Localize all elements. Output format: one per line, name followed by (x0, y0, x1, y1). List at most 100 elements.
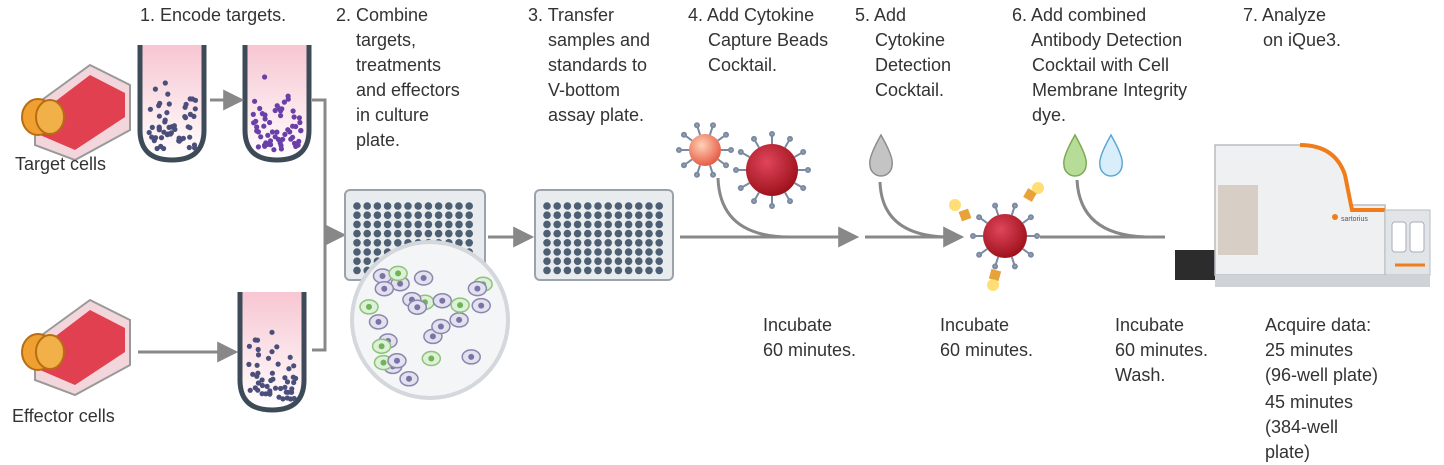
plate-well (373, 220, 382, 229)
step-4-label: 4. Add Cytokine Capture Beads Cocktail. (688, 5, 829, 75)
plate-well (624, 229, 633, 238)
plate-well (635, 239, 643, 247)
zoom-wells-icon (350, 240, 510, 400)
plate-well (624, 239, 633, 247)
cell-dot (178, 136, 185, 142)
cell-dot (291, 395, 297, 402)
cell-dot (291, 363, 297, 369)
plate-well (394, 220, 402, 229)
cell-dot (274, 344, 280, 350)
cell-dot (255, 352, 262, 358)
cell-dot (147, 106, 153, 112)
cell-dot (269, 129, 275, 135)
cell-dot (263, 391, 269, 397)
cell-dot (255, 144, 261, 150)
zoom-cell-nucleus (429, 333, 436, 340)
cell-dot (287, 129, 293, 135)
plate-well (445, 229, 453, 238)
plate-well (604, 202, 612, 210)
cell-dot (250, 371, 256, 377)
plate-well (655, 220, 663, 229)
plate-well (635, 248, 643, 256)
zoom-cell-nucleus (381, 285, 388, 292)
cell-dot (297, 119, 303, 126)
cell-dot (186, 144, 192, 151)
antibody-tip (710, 122, 717, 129)
curve-capture (716, 177, 791, 239)
plate-well (604, 229, 612, 238)
cell-dot (265, 132, 271, 138)
detection-bead-icon (949, 182, 1044, 291)
plate-well (543, 211, 551, 219)
plate-well (594, 248, 602, 256)
plate-well (404, 229, 412, 238)
plate-well (434, 220, 443, 229)
cell-dot (293, 375, 299, 381)
plate-well (584, 211, 592, 219)
plate-well (655, 202, 663, 210)
cell-dot (156, 113, 162, 119)
plate-well (543, 220, 551, 229)
antibody-tip (737, 149, 744, 155)
plate-well (363, 257, 372, 266)
plate-well (594, 257, 602, 266)
antibody-tip (1027, 214, 1034, 221)
plate-well (655, 229, 663, 238)
plate-well (414, 229, 423, 238)
cell-dot (187, 125, 193, 131)
plate-well (584, 202, 592, 210)
cell-dot (165, 91, 171, 97)
cell-dot (289, 389, 295, 395)
assay-plate-icon (534, 189, 674, 281)
plate-well (614, 229, 623, 238)
cell-dot (246, 343, 252, 349)
zoom-cell-nucleus (478, 302, 485, 309)
plate-well (353, 266, 361, 275)
plate-well (353, 239, 361, 247)
antibody-tip (680, 131, 687, 138)
plate-well (655, 266, 663, 275)
antibody-tip (992, 202, 999, 209)
cell-dot (254, 124, 260, 130)
plate-well (553, 239, 561, 247)
plate-well (645, 257, 653, 266)
target-cells-label: Target cells (15, 154, 107, 174)
cell-dot (255, 380, 261, 386)
zoom-cell-nucleus (397, 280, 404, 287)
cell-dot (253, 118, 259, 124)
cell-dot (278, 113, 284, 119)
plate-well (645, 266, 653, 275)
zoom-cell-nucleus (406, 375, 412, 382)
grey-drop-icon (868, 133, 894, 177)
cell-dot (278, 108, 284, 114)
cell-dot (254, 337, 261, 343)
cell-dot (162, 117, 168, 123)
plate-well (455, 202, 463, 210)
plate-well (543, 229, 551, 238)
effector-flask-icon (21, 298, 131, 397)
cell-dot (267, 119, 273, 126)
zoom-cell-nucleus (380, 359, 387, 366)
plate-well (353, 248, 361, 256)
plate-well (353, 202, 361, 210)
plate-well (455, 220, 463, 229)
cell-dot (269, 329, 275, 335)
antibody-tip (970, 233, 976, 239)
step-1-label: 1. Encode targets. (140, 5, 287, 25)
plate-well (373, 229, 382, 238)
cell-dot (254, 128, 260, 134)
cell-dot (290, 123, 296, 129)
plate-well (614, 248, 623, 256)
curve-detection (878, 181, 951, 239)
cell-dot (264, 383, 270, 389)
plate-well (414, 211, 423, 219)
plate-well (414, 220, 423, 229)
plate-well (594, 220, 602, 229)
plate-well (614, 211, 623, 219)
plate-well (573, 248, 582, 256)
zoom-cell-nucleus (414, 304, 421, 311)
step-3-label: 3. Transfer samples and standards to V-b… (528, 5, 651, 125)
cell-dot (284, 395, 290, 401)
target-tube-icon (137, 45, 207, 163)
